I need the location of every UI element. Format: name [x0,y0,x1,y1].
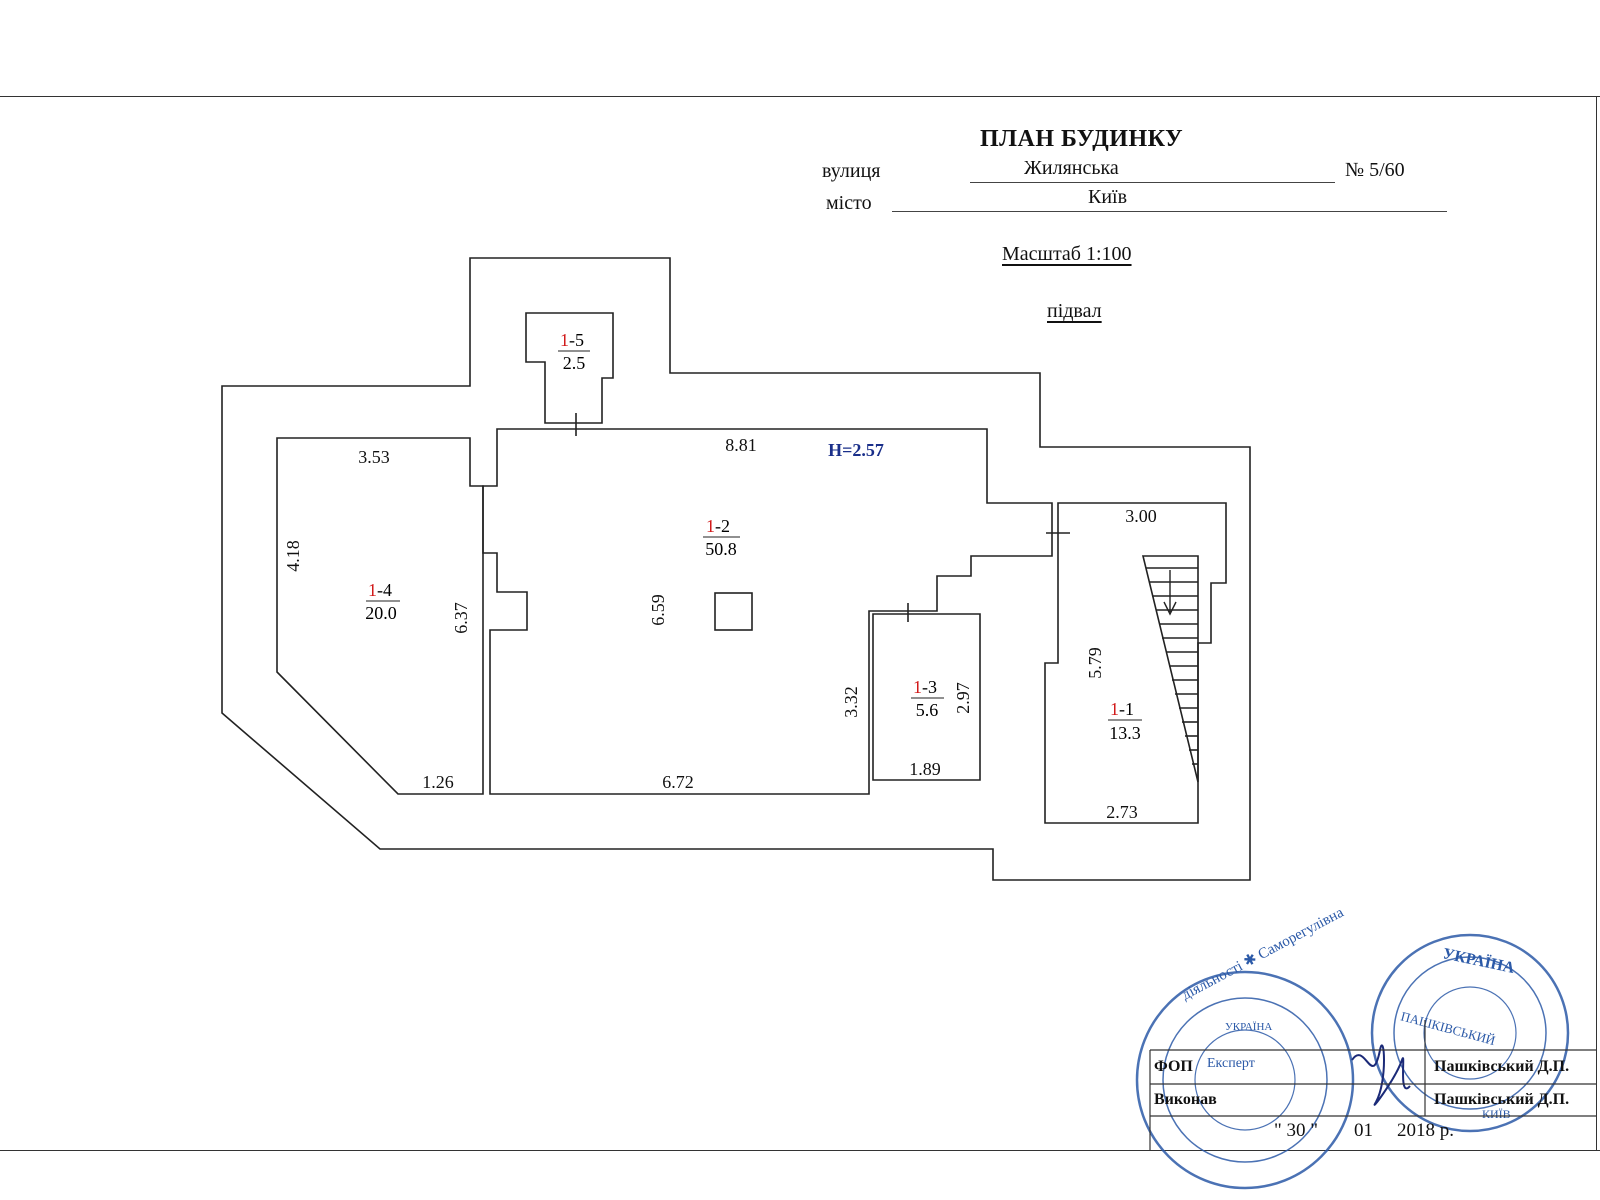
dim-8-81: 8.81 [725,435,757,455]
city-underline [892,211,1447,212]
room-1-3-outline [872,613,981,781]
stair-outline [1141,555,1199,783]
dim-6-59: 6.59 [648,594,668,626]
column [714,592,753,631]
stamp-right-bottom-text: КИЇВ [1482,1107,1511,1121]
executor-label: Виконав [1154,1091,1217,1108]
stamp-left-center-text: Експерт [1207,1056,1255,1071]
dim-3-53: 3.53 [358,447,390,467]
dim-4-18: 4.18 [283,540,303,572]
plan-title: ПЛАН БУДИНКУ [980,126,1184,152]
room-1-3-area: 5.6 [916,700,939,720]
dim-3-00: 3.00 [1125,506,1157,526]
executor-name: Пашківський Д.П. [1434,1091,1570,1108]
room-1-2-id: 1-2 [706,516,730,536]
ceiling-height: H=2.57 [828,440,884,460]
room-1-5-id: 1-5 [560,330,584,350]
stamp-right [1370,933,1570,1133]
stamp-left-ring-text: діяльності ✱ Саморегулівна [1179,904,1346,1003]
room-1-1-area: 13.3 [1109,723,1141,743]
house-number: № 5/60 [1345,159,1405,181]
dim-6-37: 6.37 [451,602,471,634]
sheet-bottom-border [0,1150,1600,1151]
title-block [1149,1020,1596,1150]
dim-6-72: 6.72 [662,772,694,792]
outer-wall [221,257,1251,881]
stair-arrow-icon [1163,570,1177,616]
room-1-2-area: 50.8 [705,539,737,559]
sheet-top-border [0,96,1600,97]
room-1-4-id: 1-4 [368,580,392,600]
stamp-right-inner-text: ПАШКІВСЬКИЙ [1399,1008,1497,1048]
stamp-right-ring-text: УКРАЇНА [1441,944,1516,977]
stamp-left-inner-text: УКРАЇНА [1225,1021,1272,1033]
stamp-left [1135,970,1355,1190]
floor-label: підвал [1047,300,1102,322]
fop-name: Пашківський Д.П. [1434,1058,1570,1075]
street-underline [970,182,1335,183]
room-1-5-area: 2.5 [563,353,586,373]
street-value: Жилянська [1024,157,1119,179]
dim-3-32: 3.32 [841,686,861,718]
room-1-2-outline [482,428,1053,795]
dim-1-89: 1.89 [909,759,941,779]
date-month: 01 [1354,1120,1373,1141]
room-1-5-outline [525,312,614,424]
sheet-right-border [1596,96,1597,1150]
city-label: місто [826,192,872,214]
street-label: вулиця [822,160,881,182]
date-day: " 30 " [1274,1120,1319,1141]
dim-1-26: 1.26 [422,772,454,792]
dim-5-79: 5.79 [1085,647,1105,679]
room-1-4-area: 20.0 [365,603,397,623]
room-1-3-id: 1-3 [913,677,937,697]
fop-label: ФОП [1154,1058,1193,1075]
room-1-4-outline [276,437,484,795]
dim-2-73: 2.73 [1106,802,1138,822]
dim-2-97: 2.97 [953,682,973,714]
room-1-1-id: 1-1 [1110,699,1134,719]
date-year: 2018 р. [1397,1120,1454,1141]
city-value: Київ [1088,186,1128,208]
room-1-1-outline [1044,502,1227,824]
scale-label: Масштаб 1:100 [1002,243,1132,265]
signature [1351,1044,1411,1106]
